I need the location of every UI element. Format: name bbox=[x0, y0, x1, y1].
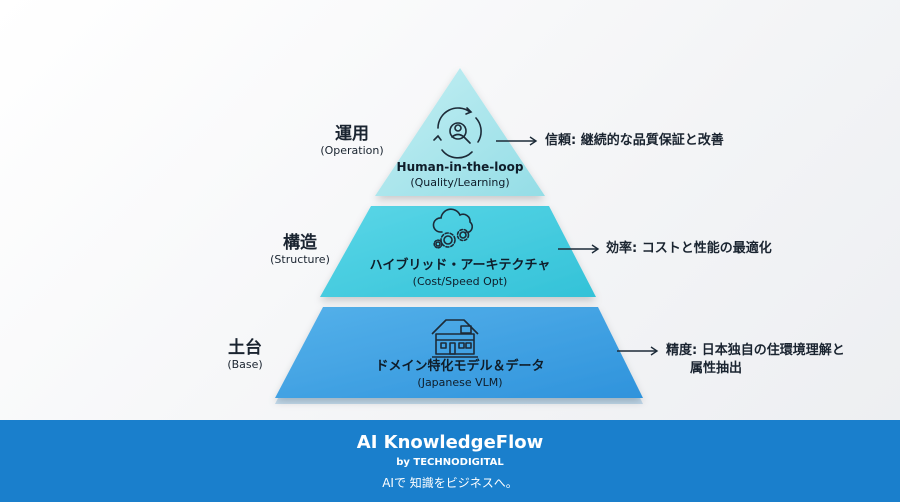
label-operation-jp: 運用 bbox=[335, 124, 369, 144]
tier-structure-shape bbox=[320, 206, 596, 297]
note-operation: 信頼: 継続的な品質保証と改善 bbox=[545, 133, 724, 148]
tier-base-text: ドメイン特化モデル＆データ (Japanese VLM) bbox=[330, 359, 590, 390]
tier-base-title: ドメイン特化モデル＆データ bbox=[375, 359, 545, 374]
note-structure: 効率: コストと性能の最適化 bbox=[606, 241, 772, 256]
footer-brand: AI KnowledgeFlow bbox=[356, 432, 544, 453]
arrow-operation-icon bbox=[496, 136, 538, 146]
tier-structure bbox=[320, 206, 596, 297]
tier-structure-text: ハイブリッド・アーキテクチャ (Cost/Speed Opt) bbox=[340, 258, 580, 289]
tier-base-shape bbox=[275, 307, 643, 398]
label-structure-en: (Structure) bbox=[270, 253, 330, 266]
cloud-gears-icon bbox=[432, 208, 474, 249]
label-base-jp: 土台 bbox=[228, 338, 262, 358]
note-base-line1: 精度: 日本独自の住環境理解と bbox=[666, 343, 845, 358]
label-base-en: (Base) bbox=[227, 358, 263, 371]
arrow-base-icon bbox=[617, 346, 659, 356]
tier-operation-subtitle: (Quality/Learning) bbox=[410, 176, 510, 189]
label-structure: 構造 (Structure) bbox=[254, 233, 346, 267]
tier-operation-shape bbox=[375, 68, 545, 196]
user-search-icon bbox=[433, 107, 482, 159]
note-base-line2: 属性抽出 bbox=[690, 361, 743, 376]
tier-structure-subtitle: (Cost/Speed Opt) bbox=[412, 275, 508, 288]
tier-structure-title: ハイブリッド・アーキテクチャ bbox=[369, 258, 551, 273]
note-base: 精度: 日本独自の住環境理解と 属性抽出 bbox=[666, 342, 845, 378]
pyramid-diagram: 運用 (Operation) 構造 (Structure) 土台 (Base) … bbox=[210, 68, 845, 404]
pyramid-graphic bbox=[275, 68, 659, 404]
footer-tagline: AIで 知識をビジネスへ。 bbox=[382, 476, 518, 490]
label-operation-en: (Operation) bbox=[320, 144, 384, 157]
arrow-structure-icon bbox=[558, 244, 600, 254]
tier-operation-text: Human-in-the-loop (Quality/Learning) bbox=[380, 159, 540, 190]
tier-operation bbox=[375, 68, 545, 196]
label-base: 土台 (Base) bbox=[210, 338, 280, 372]
tier-base-subtitle: (Japanese VLM) bbox=[417, 376, 503, 389]
label-structure-jp: 構造 bbox=[283, 233, 317, 253]
footer-banner: AI KnowledgeFlow by TECHNODIGITAL AIで 知識… bbox=[0, 420, 900, 502]
label-operation: 運用 (Operation) bbox=[306, 124, 398, 158]
house-icon bbox=[431, 319, 479, 358]
footer-by: by TECHNODIGITAL bbox=[396, 457, 504, 468]
tier-operation-title: Human-in-the-loop bbox=[396, 160, 524, 174]
